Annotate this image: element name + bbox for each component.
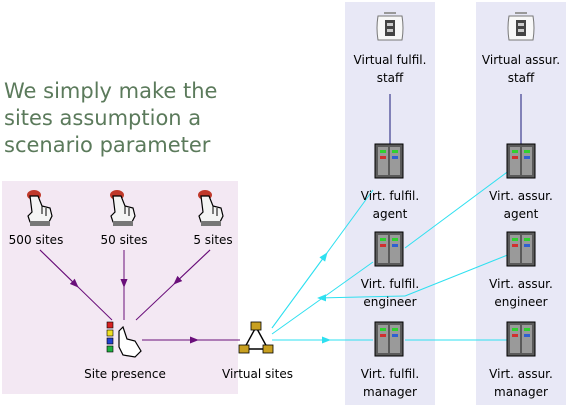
scenario-label: 500 sites [8,233,64,247]
fulfil-agent-line: agent [372,207,408,221]
link-assur-engineer-fulfil-engineer [404,253,511,297]
fulfil-engineer-line: Virt. fulfil. [360,277,420,291]
arrow-500-sites [39,249,79,288]
fulfil-agent-label: Virt. fulfil. agent [345,187,435,223]
server-icon[interactable] [505,320,537,358]
fulfil-staff-label: Virtual fulfil. staff [345,51,435,87]
arrow-5-sites [173,249,211,285]
server-icon[interactable] [373,142,405,180]
server-icon[interactable] [373,320,405,358]
network-triangle-icon[interactable] [238,321,274,357]
fulfil-manager-label: Virt. fulfil. manager [345,365,435,401]
assur-engineer-line: engineer [494,295,548,309]
choice-list-icon[interactable] [105,321,145,359]
hand-pointer-icon[interactable] [22,188,56,228]
heading-line: sites assumption a [4,106,202,130]
staff-icon[interactable] [503,10,539,46]
link-fulfil-engineer-assur-agent [404,169,511,249]
assur-staff-line: staff [507,71,535,85]
fulfil-agent-line: Virt. fulfil. [360,189,420,203]
scenario-label: 50 sites [100,233,148,247]
assur-staff-line: Virtual assur. [481,53,561,67]
assur-engineer-line: Virt. assur. [489,277,553,291]
assur-agent-line: agent [503,207,539,221]
assur-agent-line: Virt. assur. [489,189,553,203]
scenario-label: 5 sites [193,233,233,247]
hand-pointer-icon[interactable] [105,188,139,228]
heading-line: scenario parameter [4,133,211,157]
heading-text: We simply make the sites assumption a sc… [4,78,217,159]
site-presence-label: Site presence [84,367,166,381]
assur-manager-line: manager [494,385,548,399]
virtual-sites-label: Virtual sites [222,367,293,381]
assur-agent-label: Virt. assur. agent [476,187,566,223]
hand-pointer-icon[interactable] [193,188,227,228]
assur-manager-line: Virt. assur. [489,367,553,381]
assur-staff-label: Virtual assur. staff [476,51,566,87]
fulfil-staff-line: staff [376,71,404,85]
fulfil-engineer-line: engineer [363,295,417,309]
server-icon[interactable] [505,142,537,180]
fulfil-manager-line: Virt. fulfil. [360,367,420,381]
staff-icon[interactable] [372,10,408,46]
server-icon[interactable] [505,230,537,268]
heading-line: We simply make the [4,79,218,103]
arrow-assur-engineer-fulfil-engineer [317,294,406,302]
server-icon[interactable] [373,230,405,268]
fulfil-staff-line: Virtual fulfil. [353,53,427,67]
arrow-virtual-sites-fulfil-agent [271,252,328,329]
fulfil-manager-line: manager [363,385,417,399]
assur-engineer-label: Virt. assur. engineer [476,275,566,311]
assur-manager-label: Virt. assur. manager [476,365,566,401]
fulfil-engineer-label: Virt. fulfil. engineer [345,275,435,311]
